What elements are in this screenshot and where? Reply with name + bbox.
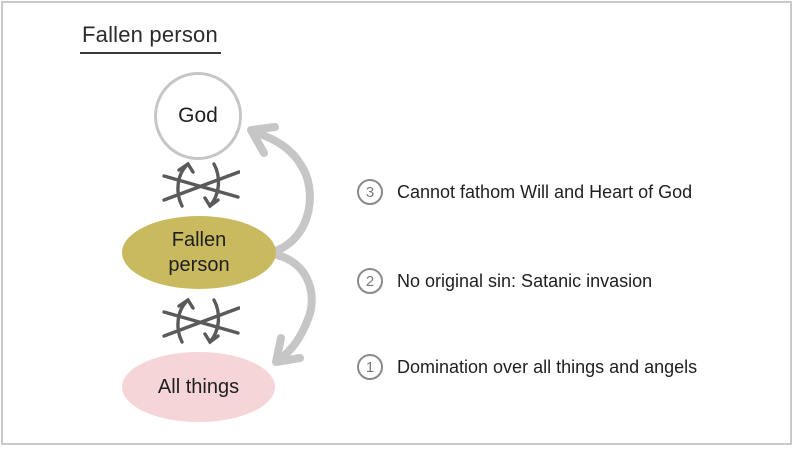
list-item-2: 2 No original sin: Satanic invasion bbox=[357, 268, 652, 294]
list-item-3-text: Cannot fathom Will and Heart of God bbox=[397, 181, 693, 202]
node-fallen-person: Fallen person bbox=[122, 216, 276, 289]
list-item-2-text: No original sin: Satanic invasion bbox=[397, 270, 653, 291]
list-item-3: 3 Cannot fathom Will and Heart of God bbox=[357, 179, 692, 205]
circled-number-1-icon: 1 bbox=[357, 354, 383, 380]
node-god: God bbox=[154, 72, 242, 160]
crossed-arrows-icon-top bbox=[162, 161, 240, 209]
curved-arrow-down-head-icon bbox=[272, 334, 304, 366]
list-item-1-text: Domination over all things and angels bbox=[397, 356, 698, 377]
curved-arrow-up-icon bbox=[253, 129, 314, 255]
node-fallen-person-label: Fallen person bbox=[168, 228, 230, 276]
crossed-arrows-icon-bottom bbox=[162, 297, 240, 345]
slide-title: Fallen person bbox=[80, 22, 221, 54]
node-all-things: All things bbox=[122, 352, 275, 422]
circled-number-2-icon: 2 bbox=[357, 268, 383, 294]
curved-arrow-up-head-icon bbox=[247, 123, 279, 157]
circled-number-3-icon: 3 bbox=[357, 179, 383, 205]
node-god-label: God bbox=[178, 104, 218, 127]
node-all-things-label: All things bbox=[157, 375, 240, 398]
list-item-1: 1 Domination over all things and angels bbox=[357, 354, 697, 380]
curved-arrow-down-icon bbox=[273, 251, 316, 363]
